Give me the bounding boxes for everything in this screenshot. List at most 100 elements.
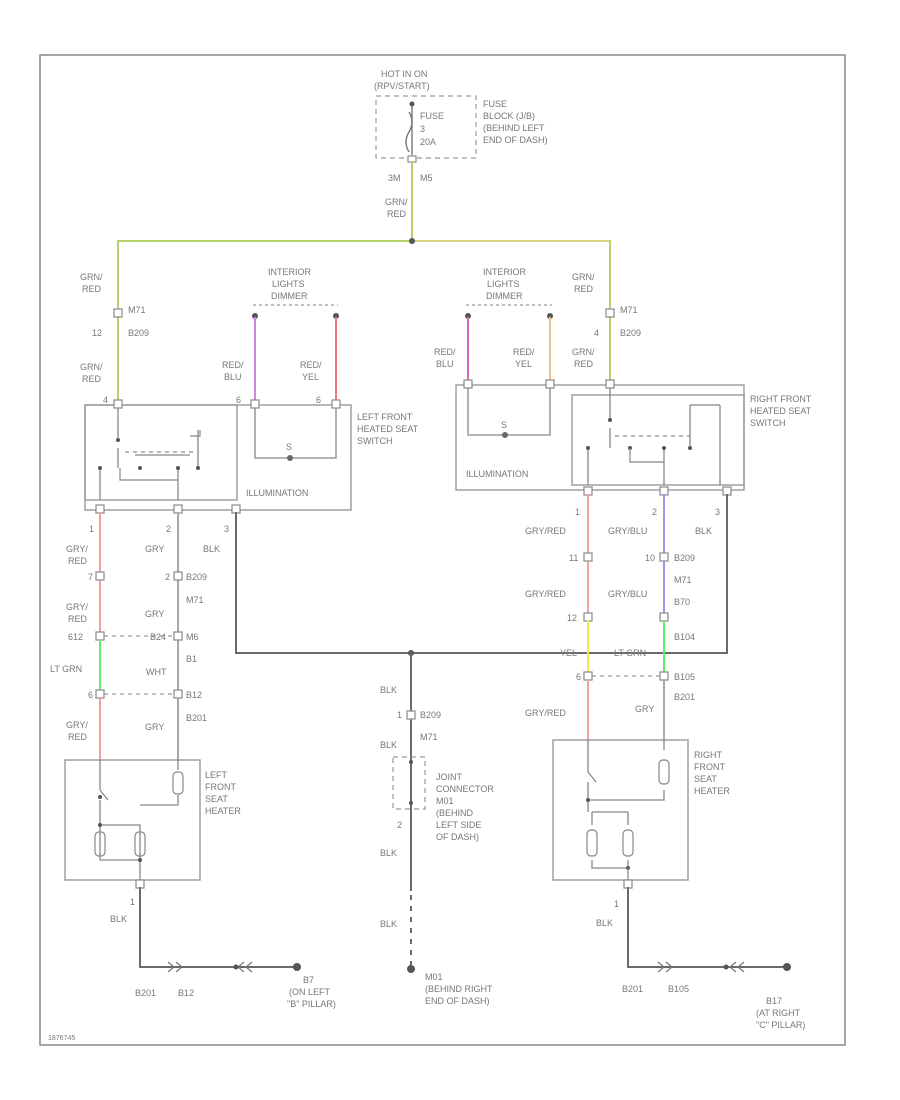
left-feed-connector	[113, 308, 123, 318]
joint-5: LEFT SIDE	[436, 820, 481, 830]
right-dimmer-1: INTERIOR	[483, 267, 527, 277]
left-heater-switch	[99, 789, 109, 801]
right-feed-color-2: RED	[574, 284, 594, 294]
right-sw-conn-a	[463, 379, 473, 389]
right-illum-circuit	[467, 388, 551, 436]
right-switch-name-3: SWITCH	[750, 418, 786, 428]
right-dimmer-2: LIGHTS	[487, 279, 520, 289]
right-b209-b: B209	[674, 553, 695, 563]
right-heater-3: SEAT	[694, 774, 717, 784]
left-gry-label: GRY	[145, 544, 164, 554]
right-contact-1	[608, 418, 612, 422]
right-sw-conn-c	[605, 379, 615, 389]
center-m71: M71	[420, 732, 438, 742]
right-pin-12: 12	[567, 613, 577, 623]
center-ground-1: M01	[425, 972, 443, 982]
center-blk-2: BLK	[380, 740, 397, 750]
right-ground-connector-a	[657, 961, 673, 973]
left-switch-name-1: LEFT FRONT	[357, 412, 413, 422]
left-pin-6: 6	[88, 690, 93, 700]
right-out-conn-3	[722, 486, 732, 496]
left-heater-node-1	[98, 795, 102, 799]
left-conn-b209-a	[95, 571, 105, 581]
fuse-block-name-3: (BEHIND LEFT	[483, 123, 545, 133]
right-heater-1: RIGHT	[694, 750, 723, 760]
right-m71-b: M71	[674, 575, 692, 585]
center-pin-1: 1	[397, 710, 402, 720]
right-feed-color-3: GRN/	[572, 347, 595, 357]
right-grybl-label-2: GRY/BLU	[608, 589, 647, 599]
left-heater-3: SEAT	[205, 794, 228, 804]
splice-feed	[409, 238, 415, 244]
right-b70: B70	[674, 597, 690, 607]
right-pin-4: 4	[594, 328, 599, 338]
fuse-symbol	[405, 111, 413, 153]
label-hot: HOT IN ON	[381, 69, 427, 79]
right-contact-4	[662, 446, 666, 450]
right-out-conn-1	[583, 486, 593, 496]
left-dimmer-3: DIMMER	[271, 291, 308, 301]
right-heater-element-3	[622, 829, 634, 857]
left-gryred-1: GRY/	[66, 544, 88, 554]
left-heater-element-3	[134, 831, 146, 857]
left-switch-name-3: SWITCH	[357, 436, 393, 446]
left-ground-2: (ON LEFT	[289, 987, 331, 997]
right-blk-2: BLK	[596, 918, 613, 928]
left-illumination: ILLUMINATION	[246, 488, 308, 498]
center-ground-point	[407, 965, 415, 973]
wire-left-ground	[139, 887, 296, 968]
left-contact-3	[138, 466, 142, 470]
left-switch-name-2: HEATED SEAT	[357, 424, 419, 434]
left-feed-color-3: GRN/	[80, 362, 103, 372]
center-pin-2: 2	[397, 820, 402, 830]
left-contact-hook	[190, 430, 201, 437]
left-pin-2b: 2	[165, 572, 170, 582]
right-heater-element-2	[586, 829, 598, 857]
left-contact-5	[196, 466, 200, 470]
right-m71: M71	[620, 305, 638, 315]
left-switch-contacts	[99, 408, 199, 500]
right-b105-b: B105	[668, 984, 689, 994]
left-pin-12: 12	[92, 328, 102, 338]
top-connector: M5	[420, 173, 433, 183]
left-conn-b209-b	[173, 571, 183, 581]
right-pin-10: 10	[645, 553, 655, 563]
left-out-conn-1	[95, 504, 105, 514]
left-ground-splice	[233, 964, 239, 970]
right-out-conn-2	[659, 486, 669, 496]
left-dimmer-2: LIGHTS	[272, 279, 305, 289]
left-m6: M6	[186, 632, 199, 642]
fuse-top-terminal	[409, 101, 415, 107]
left-heater-element-2	[94, 831, 106, 857]
right-ltgrn-label: LT GRN	[614, 648, 646, 658]
left-sw-conn-c	[331, 399, 341, 409]
left-b201-b: B201	[135, 988, 156, 998]
fuse-label: FUSE	[420, 111, 444, 121]
right-switch-name-2: HEATED SEAT	[750, 406, 812, 416]
left-b12: B12	[186, 690, 202, 700]
left-sw-conn-b	[250, 399, 260, 409]
left-gryred-4: RED	[68, 614, 88, 624]
right-gryred-label: GRY/RED	[525, 526, 566, 536]
right-conn-12	[583, 612, 593, 622]
fuse-number: 3	[420, 124, 425, 134]
left-out-pin-3: 3	[224, 524, 229, 534]
right-conn-b209-a	[583, 552, 593, 562]
right-redblu-1: RED/	[434, 347, 456, 357]
right-b209: B209	[620, 328, 641, 338]
right-ground-splice	[723, 964, 729, 970]
left-gryred-3: GRY/	[66, 602, 88, 612]
left-pin-612: 612	[68, 632, 83, 642]
left-pin-7: 7	[88, 572, 93, 582]
right-ground-connector-b	[729, 961, 745, 973]
right-heater-box	[552, 739, 689, 881]
left-out-conn-2	[173, 504, 183, 514]
left-sw-conn-a	[113, 399, 123, 409]
joint-6: OF DASH)	[436, 832, 479, 842]
right-gryred-label-3: GRY/RED	[525, 708, 566, 718]
center-blk-3: BLK	[380, 848, 397, 858]
right-feed-color-4: RED	[574, 359, 594, 369]
left-redblu-1: RED/	[222, 360, 244, 370]
right-heater-node-1	[586, 798, 590, 802]
left-pin-a: 4	[103, 395, 108, 405]
